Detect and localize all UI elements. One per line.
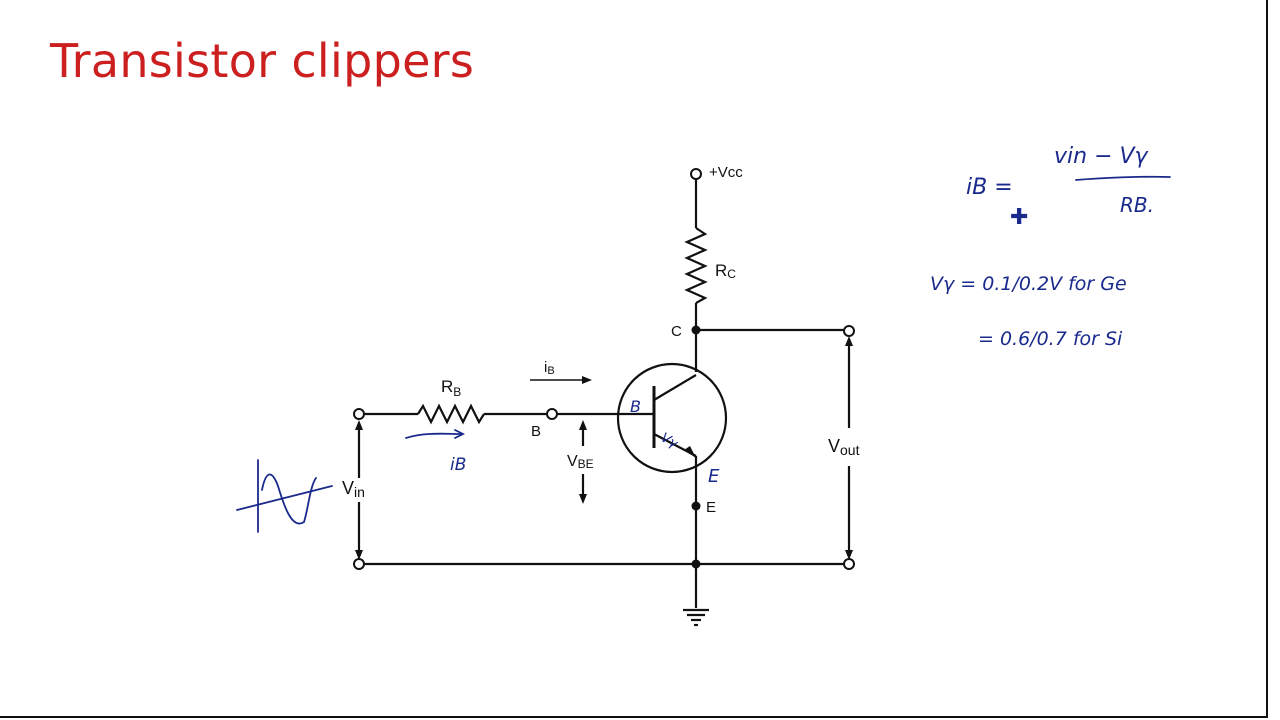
hand-vgamma-mark: Vγ [658, 430, 681, 452]
transistor-bjt [616, 362, 728, 474]
circuit-wires [357, 178, 851, 627]
cursor-plus-icon: ✚ [1010, 205, 1028, 230]
terminals [353, 168, 855, 570]
base-node-label: B [531, 423, 541, 440]
rb-label: RB [441, 377, 461, 399]
vout-top-terminal [843, 325, 855, 337]
fraction-line [1075, 175, 1171, 181]
input-waveform-sketch [236, 459, 333, 533]
rc-label: RC [715, 261, 736, 281]
vin-bottom-terminal [353, 558, 365, 570]
collector-node-label: C [671, 323, 682, 340]
hand-eq1-lhs: iB = [966, 175, 1013, 200]
hand-base-mark: B [630, 397, 641, 416]
vout-label: Vout [828, 436, 860, 458]
vout-bottom-terminal [843, 558, 855, 570]
resistor-rc [684, 227, 708, 304]
ib-hand-arrow [405, 432, 463, 439]
resistor-rb [417, 403, 485, 425]
hand-eq1-denominator: RB. [1120, 193, 1154, 217]
hand-ib-label: iB [450, 455, 466, 475]
junction-dots [691, 325, 701, 569]
vcc-terminal [690, 168, 702, 180]
vin-label: Vin [342, 478, 365, 500]
hand-eq1-numerator: vin − Vγ [1054, 144, 1149, 169]
hand-emitter-mark: E [708, 466, 720, 487]
vin-top-terminal [353, 408, 365, 420]
vbe-label: VBE [567, 453, 594, 471]
emitter-node-label: E [706, 499, 716, 516]
hand-eq2: Vγ = 0.1/0.2V for Ge [930, 273, 1127, 295]
hand-eq3: = 0.6/0.7 for Si [978, 328, 1123, 350]
base-terminal [546, 408, 558, 420]
ib-label: iB [544, 359, 555, 377]
slide-title: Transistor clippers [50, 34, 475, 88]
vcc-label: +Vcc [709, 164, 743, 181]
arrow-heads [355, 336, 853, 560]
handwritten-sketches [236, 175, 1171, 533]
